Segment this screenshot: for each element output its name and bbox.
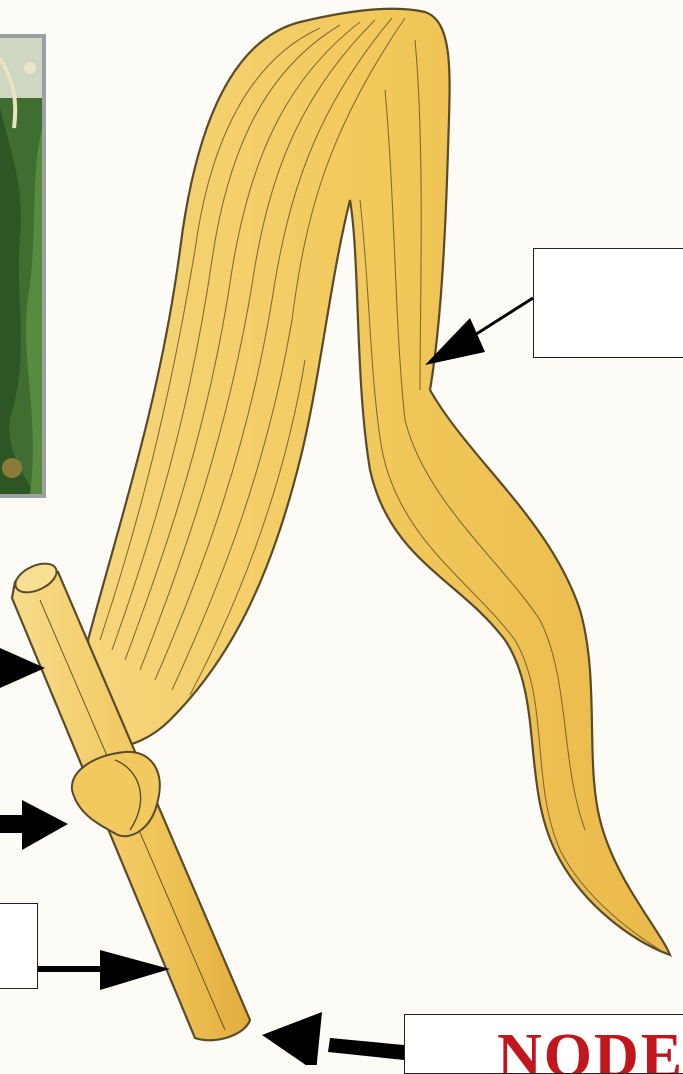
node-label: NODE [497,1025,683,1074]
leaf-sheath-collar [72,752,160,836]
corn-photo-inset [0,34,46,498]
label-box-blade [533,248,683,358]
label-box-stem [0,903,38,989]
arrow-collar-head [22,800,68,850]
leaf-blade [88,9,670,955]
arrow-node-head [262,1012,322,1065]
label-box-node: NODE [404,1014,683,1074]
arrow-stem-head [100,950,170,990]
corn-photo [0,38,42,494]
